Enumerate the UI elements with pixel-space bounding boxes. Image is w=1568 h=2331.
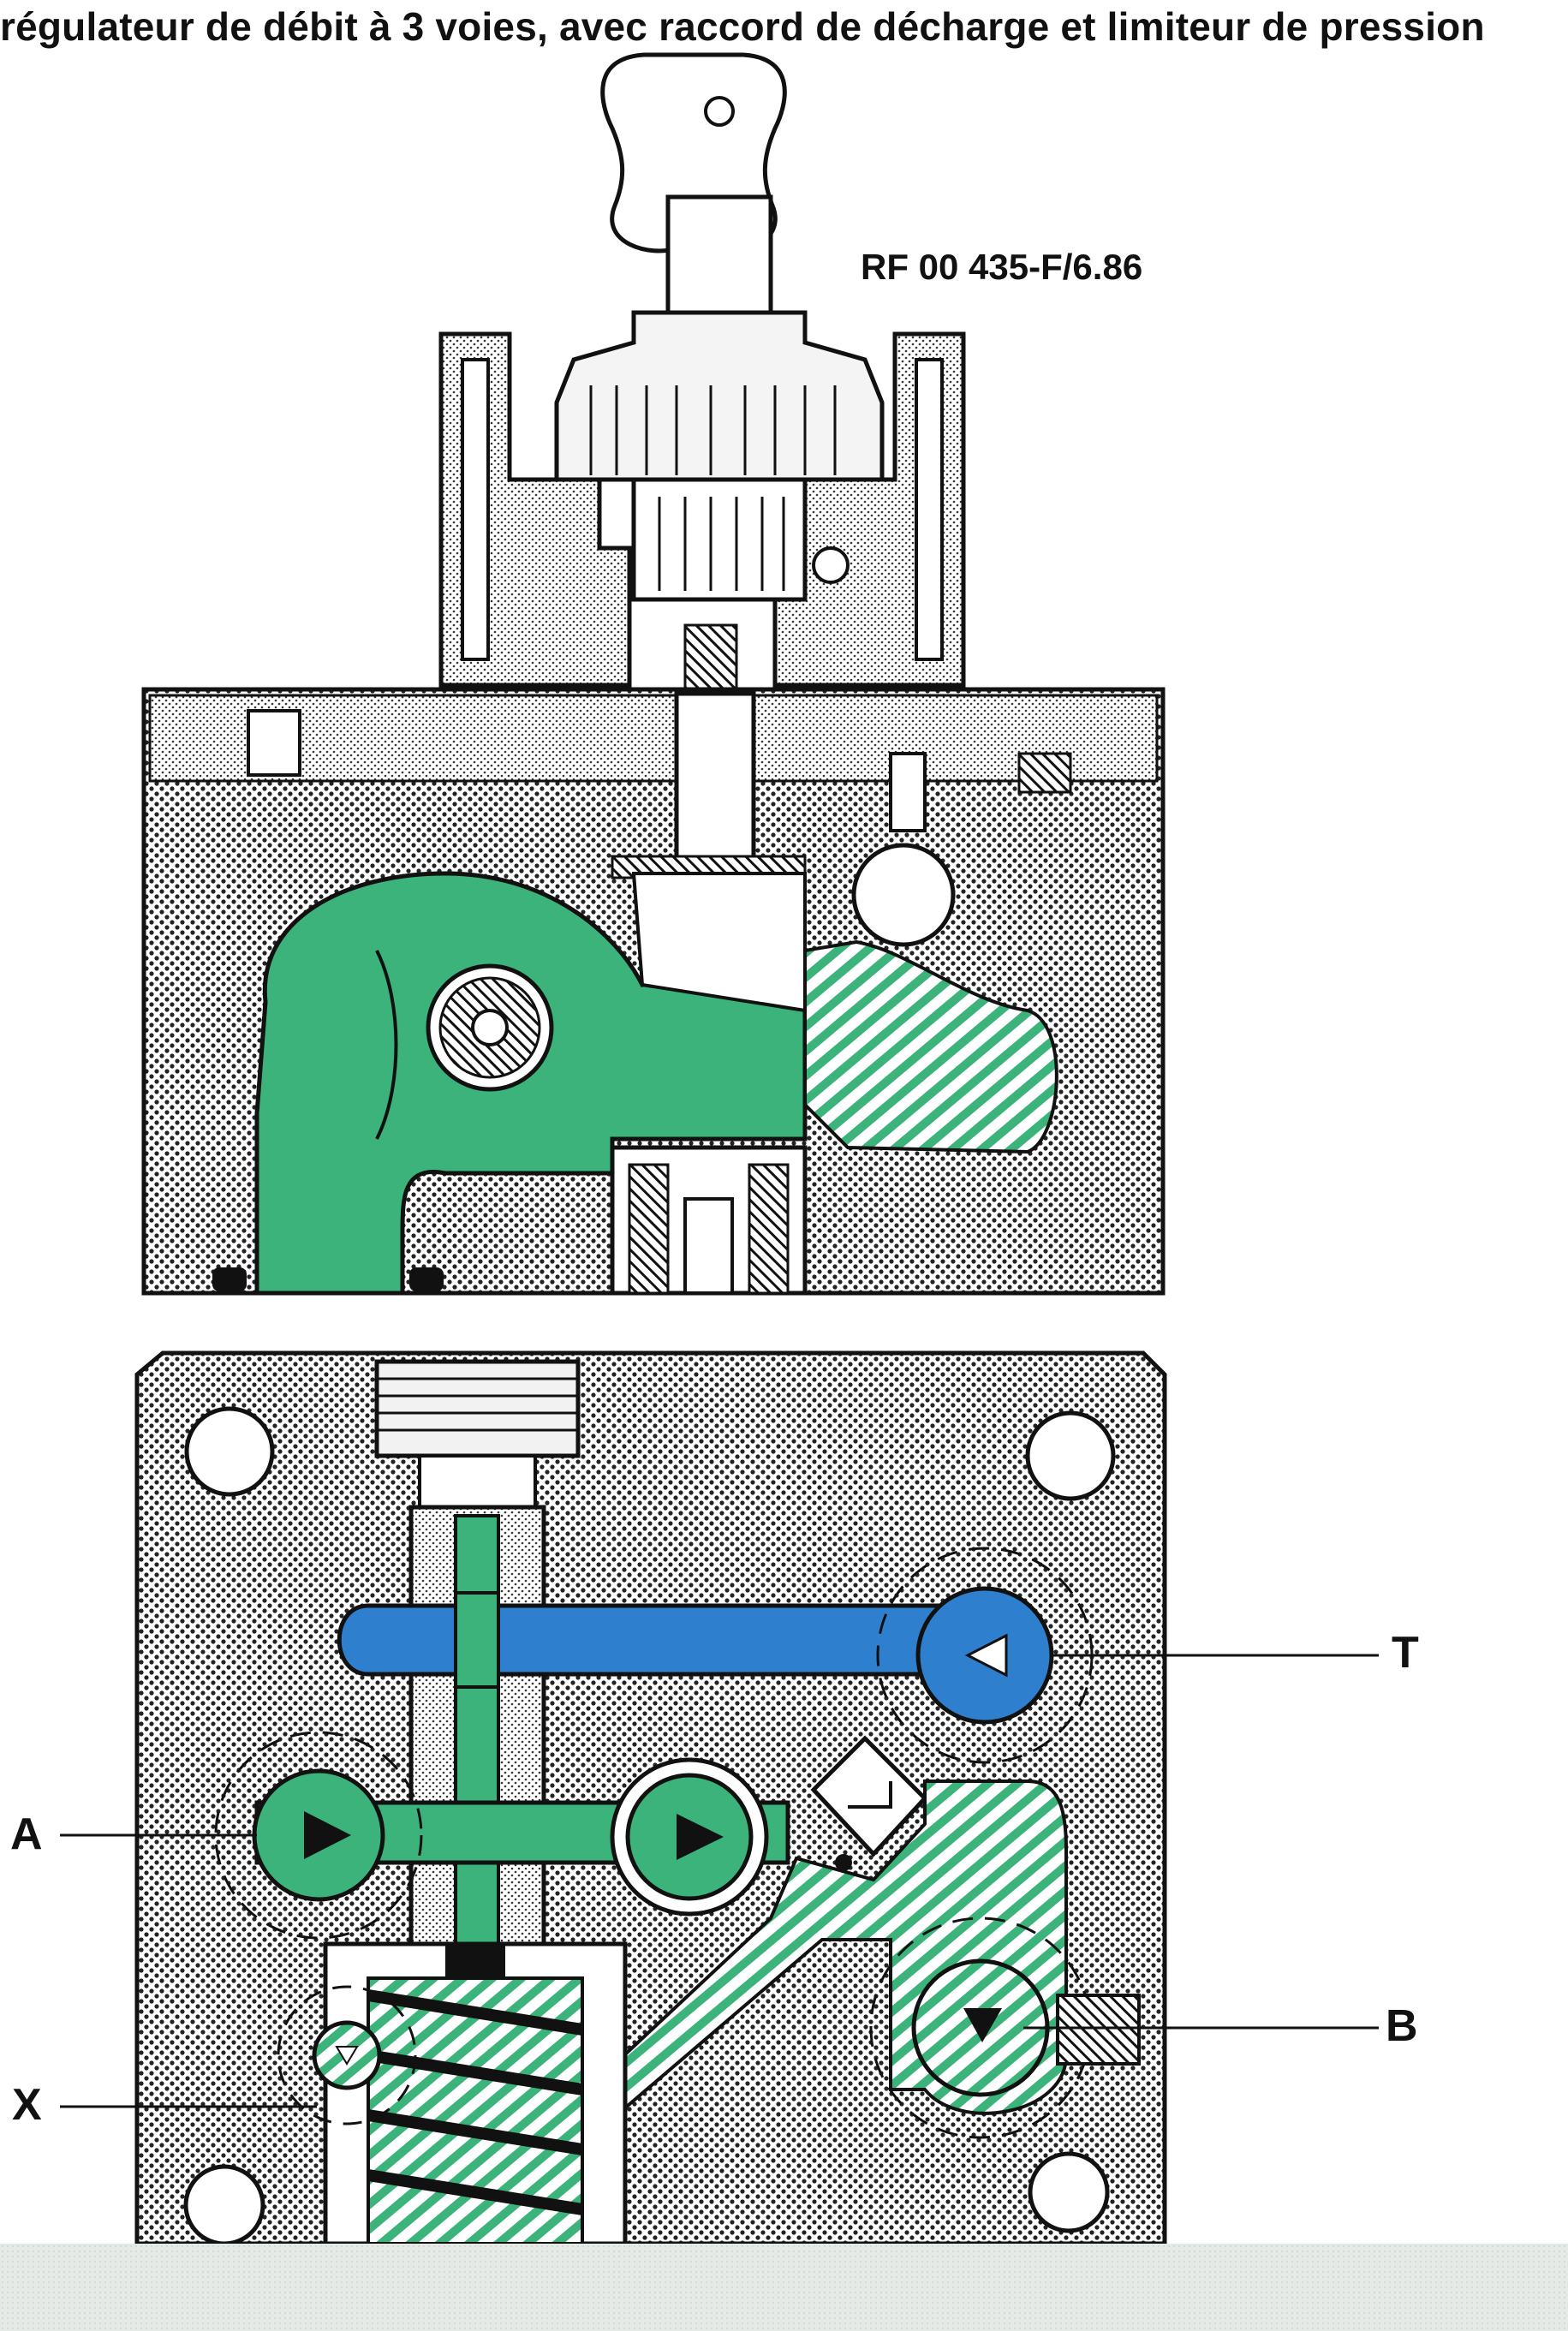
play-right-icon [304, 1811, 351, 1859]
scan-margin-band [0, 2244, 1568, 2331]
bottom-section-view [60, 1350, 1379, 2246]
triangle-left-icon [964, 1633, 1008, 1678]
port-label-T: T [1392, 1628, 1419, 1678]
diagram-title: régulateur de débit à 3 voies, avec racc… [0, 4, 1485, 49]
top-section-view [141, 52, 1166, 1296]
play-right-icon [677, 1814, 724, 1860]
triangle-down-icon [335, 2046, 359, 2066]
port-label-B: B [1386, 2001, 1418, 2051]
port-label-X: X [12, 2080, 42, 2130]
reference-code: RF 00 435-F/6.86 [861, 247, 1143, 287]
tank-channel [337, 1603, 953, 1677]
triangle-down-icon [963, 2008, 1002, 2042]
port-label-A: A [10, 1809, 43, 1859]
